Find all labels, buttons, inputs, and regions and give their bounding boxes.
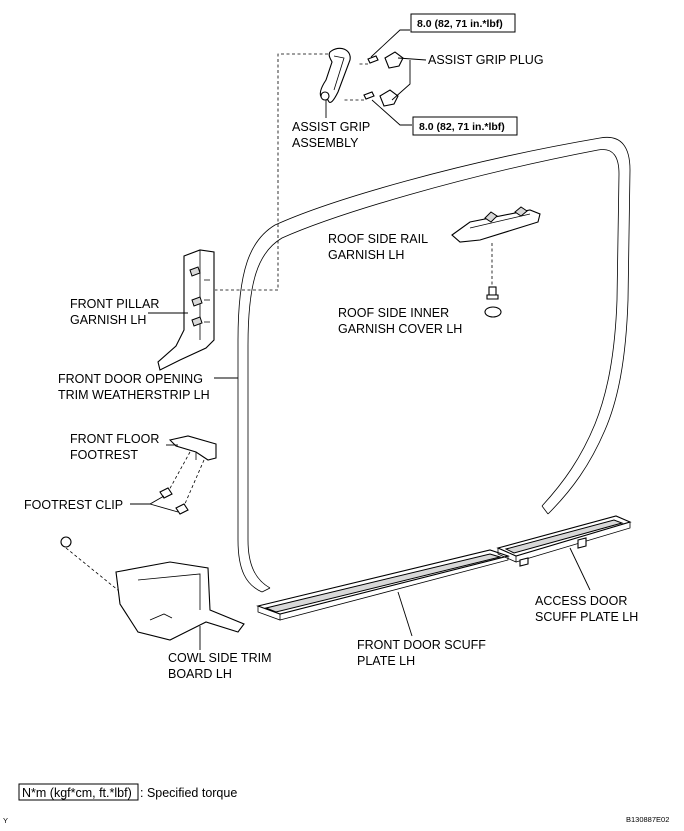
torque-label-top: 8.0 (82, 71 in.*lbf) <box>417 18 503 30</box>
label-access-door-1: ACCESS DOOR <box>535 594 627 608</box>
legend-box <box>18 783 139 801</box>
assist-grip-plugs <box>379 51 404 107</box>
legend-box-text: N*m (kgf*cm, ft.*lbf) <box>22 786 132 800</box>
label-assist-grip-assembly-1: ASSIST GRIP <box>292 120 370 134</box>
label-roof-inner-cover-2: GARNISH COVER LH <box>338 322 462 336</box>
label-access-door-2: SCUFF PLATE LH <box>535 610 638 624</box>
roof-side-rail-garnish <box>451 206 541 243</box>
front-floor-footrest <box>168 435 217 461</box>
access-door-scuff-plate <box>496 515 632 567</box>
label-roof-inner-cover-1: ROOF SIDE INNER <box>338 306 449 320</box>
assist-grip-assembly <box>319 47 351 103</box>
roof-side-inner-garnish-cover <box>484 306 502 318</box>
label-front-pillar-1: FRONT PILLAR <box>70 297 159 311</box>
torque-box-top <box>410 13 516 33</box>
label-assist-grip-assembly-2: ASSEMBLY <box>292 136 359 150</box>
cowl-side-trim-board <box>60 536 245 641</box>
label-assist-grip-plug: ASSIST GRIP PLUG <box>428 53 544 67</box>
label-front-door-scuff-2: PLATE LH <box>357 654 415 668</box>
assist-grip-screws <box>363 55 379 100</box>
label-cowl-side-1: COWL SIDE TRIM <box>168 651 271 665</box>
torque-box-lower <box>412 116 518 136</box>
footrest-clips <box>159 487 189 515</box>
label-front-floor-footrest-2: FOOTREST <box>70 448 138 462</box>
label-roof-side-rail-2: GARNISH LH <box>328 248 404 262</box>
label-front-floor-footrest-1: FRONT FLOOR <box>70 432 159 446</box>
label-front-door-opening-1: FRONT DOOR OPENING <box>58 372 203 386</box>
footer-left-mark: Y <box>3 816 8 825</box>
torque-label-lower: 8.0 (82, 71 in.*lbf) <box>419 121 505 133</box>
front-pillar-garnish <box>157 249 215 371</box>
label-footrest-clip: FOOTREST CLIP <box>24 498 123 512</box>
label-cowl-side-2: BOARD LH <box>168 667 232 681</box>
front-door-scuff-plate <box>256 549 510 621</box>
roof-garnish-screw <box>486 286 499 300</box>
label-front-door-opening-2: TRIM WEATHERSTRIP LH <box>58 388 210 402</box>
front-door-opening-trim-weatherstrip <box>237 136 631 593</box>
label-roof-side-rail-1: ROOF SIDE RAIL <box>328 232 428 246</box>
label-front-pillar-2: GARNISH LH <box>70 313 146 327</box>
label-front-door-scuff-1: FRONT DOOR SCUFF <box>357 638 486 652</box>
legend-description: : Specified torque <box>140 786 237 800</box>
figure-code: B130887E02 <box>626 815 669 824</box>
